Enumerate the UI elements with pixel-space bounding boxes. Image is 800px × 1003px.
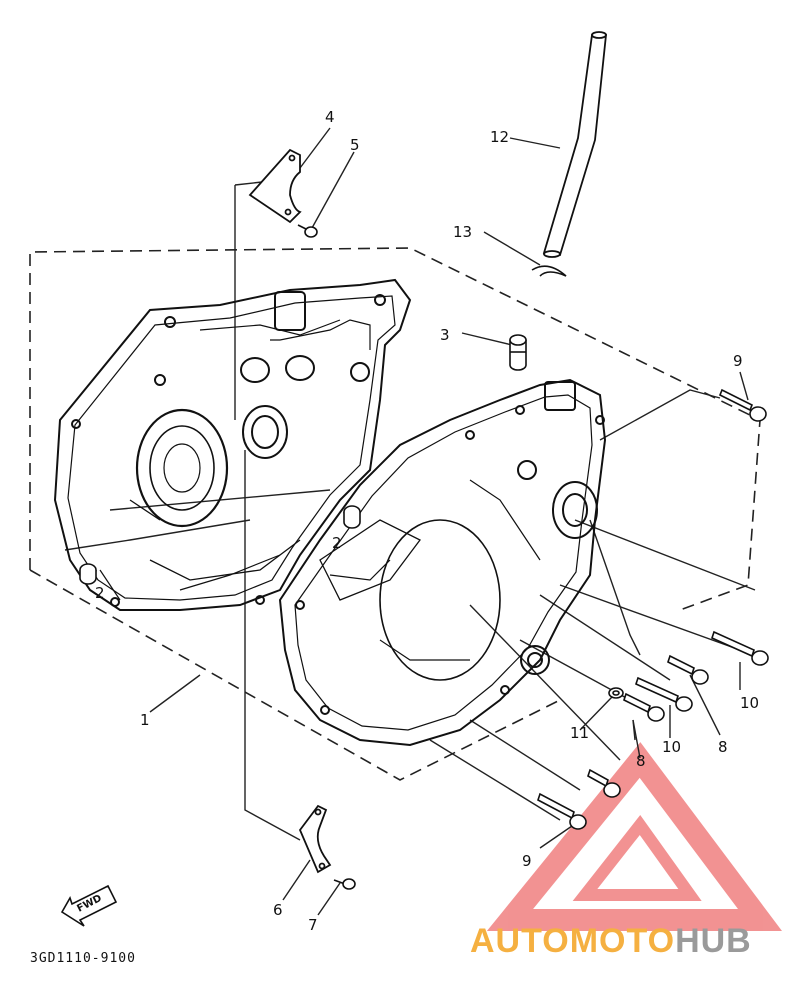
label-part-12: 12 [490, 128, 509, 146]
diagram-code: 3GD1110-9100 [30, 951, 136, 966]
bolt-10-center [635, 676, 693, 712]
label-part-5: 5 [350, 136, 360, 154]
plate-bottom [298, 804, 332, 874]
leader-lines [64, 127, 756, 916]
washer-11 [608, 687, 624, 699]
label-part-3: 3 [440, 326, 450, 344]
breather-hose [542, 31, 607, 258]
label-part-8-lower: 8 [636, 752, 646, 770]
bolt-10-right [711, 630, 769, 666]
hose-union [509, 334, 527, 371]
label-part-1: 1 [140, 711, 150, 729]
screw-bottom [333, 878, 356, 890]
watermark-text-part1: AUTOMOTO [470, 922, 675, 960]
label-part-11: 11 [570, 724, 589, 742]
hose-clip [531, 265, 567, 277]
bolt-9-upper [718, 388, 767, 422]
bolt-8-center [623, 692, 665, 722]
dowel-pin-right [343, 505, 361, 529]
left-crankcase-half [53, 278, 412, 611]
label-part-7: 7 [308, 916, 318, 934]
label-part-10-center: 10 [662, 738, 681, 756]
label-part-2-left: 2 [95, 584, 105, 602]
label-part-10-right: 10 [740, 694, 759, 712]
watermark-text: AUTOMOTOHUB [470, 922, 752, 960]
plate-top [248, 148, 302, 224]
assembly-dashed-outline [29, 247, 761, 781]
dowel-pin-left [79, 563, 97, 585]
bolt-8-lower [587, 768, 621, 798]
fwd-arrow-icon: FWD [60, 884, 118, 927]
label-part-4: 4 [325, 108, 335, 126]
part-labels: 1 2 2 3 4 5 6 7 8 8 9 9 10 10 11 12 13 [95, 108, 759, 934]
watermark-logo [486, 742, 782, 931]
right-crankcase-half [278, 378, 607, 747]
label-part-8-right: 8 [718, 738, 728, 756]
bolt-9-lower [537, 792, 587, 830]
label-part-2-right: 2 [332, 534, 342, 552]
label-part-13: 13 [453, 223, 472, 241]
watermark-text-part2: HUB [675, 922, 752, 960]
screw-top [297, 224, 318, 238]
label-part-9-upper: 9 [733, 352, 743, 370]
bolt-8-right [667, 654, 709, 685]
label-part-6: 6 [273, 901, 283, 919]
label-part-9-lower: 9 [522, 852, 532, 870]
